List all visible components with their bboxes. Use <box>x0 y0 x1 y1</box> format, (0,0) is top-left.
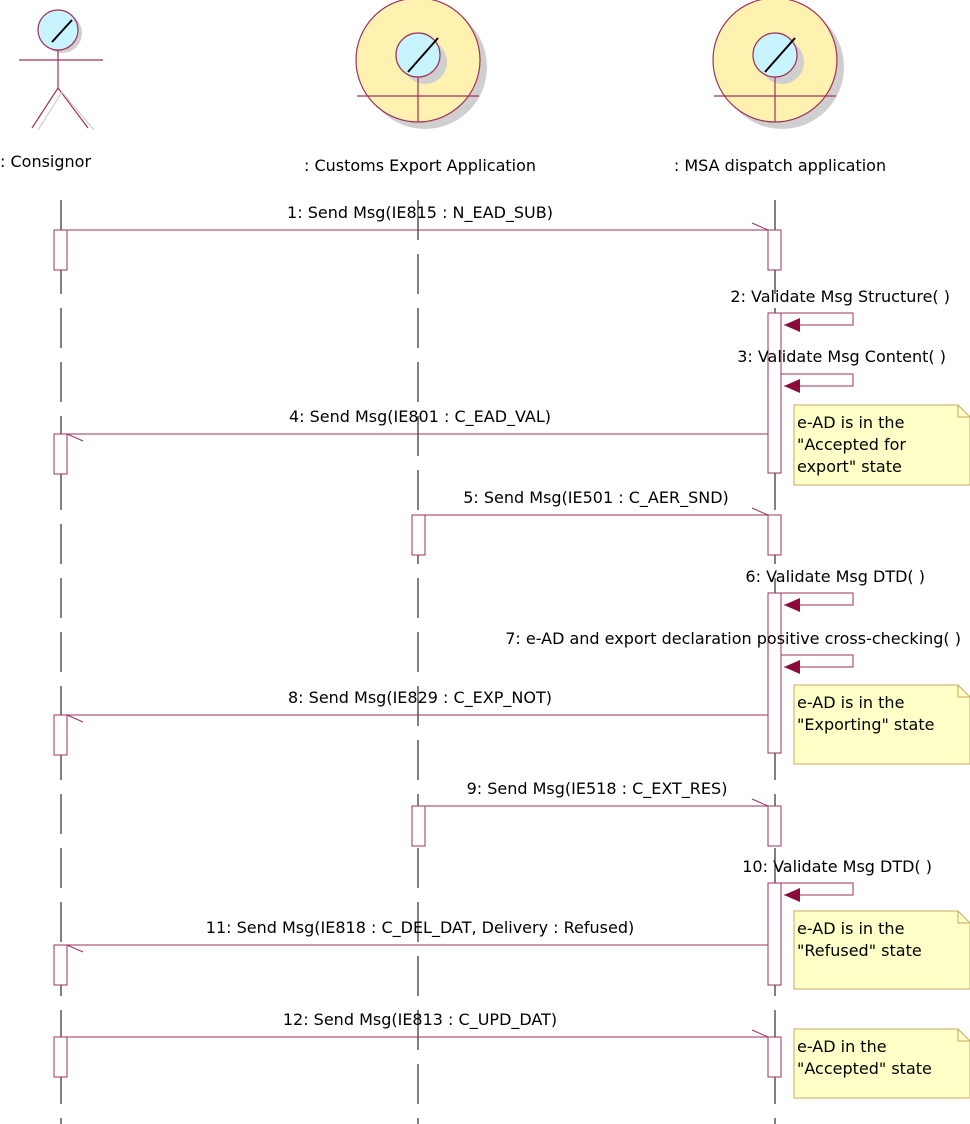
note-line: e-AD in the <box>797 1037 887 1056</box>
message-label: 8: Send Msg(IE829 : C_EXP_NOT) <box>288 688 552 708</box>
filled-arrow-icon <box>784 598 800 612</box>
open-arrow-icon <box>66 714 84 723</box>
participant-label-consignor: : Consignor <box>0 152 91 171</box>
participant-label-customs: : Customs Export Application <box>304 156 536 175</box>
activation-msa-1 <box>767 229 782 271</box>
actor-consignor[interactable]: : Consignor <box>0 9 103 171</box>
participant-msa[interactable]: : MSA dispatch application <box>674 0 886 175</box>
note-icon <box>793 684 970 765</box>
notes: e-AD is in the "Accepted for export" sta… <box>793 404 970 1099</box>
message-label: 3: Validate Msg Content( ) <box>737 347 946 366</box>
filled-arrow-icon <box>784 379 800 393</box>
note-line: export" state <box>797 457 902 476</box>
message-7[interactable]: 7: e-AD and export declaration positive … <box>505 629 961 674</box>
note-line: e-AD is in the <box>797 919 904 938</box>
note-line: e-AD is in the <box>797 693 904 712</box>
boundary-object-icon <box>355 0 487 129</box>
note-icon <box>793 1028 970 1099</box>
activation-msa-9 <box>767 805 782 847</box>
activation-customs-9 <box>411 805 426 847</box>
activations <box>53 229 782 1078</box>
message-label: 1: Send Msg(IE815 : N_EAD_SUB) <box>287 203 553 223</box>
open-arrow-icon <box>66 433 84 442</box>
open-arrow-icon <box>751 798 769 807</box>
message-6[interactable]: 6: Validate Msg DTD( ) <box>745 567 925 612</box>
note-line: "Accepted" state <box>797 1059 932 1078</box>
message-10[interactable]: 10: Validate Msg DTD( ) <box>742 857 932 902</box>
lifelines <box>60 200 776 1124</box>
message-8[interactable]: 8: Send Msg(IE829 : C_EXP_NOT) <box>66 688 768 723</box>
message-12[interactable]: 12: Send Msg(IE813 : C_UPD_DAT) <box>67 1010 769 1038</box>
message-label: 4: Send Msg(IE801 : C_EAD_VAL) <box>289 407 551 427</box>
open-arrow-icon <box>66 944 84 953</box>
message-label: 6: Validate Msg DTD( ) <box>745 567 925 586</box>
note-icon <box>793 404 970 486</box>
note-2[interactable]: e-AD is in the "Exporting" state <box>793 684 970 765</box>
note-line: "Refused" state <box>797 941 922 960</box>
participant-label-msa: : MSA dispatch application <box>674 156 886 175</box>
open-arrow-icon <box>751 222 769 231</box>
note-icon <box>793 910 970 990</box>
activation-msa-10 <box>767 882 782 986</box>
activation-consignor-4 <box>53 433 68 475</box>
message-label: 9: Send Msg(IE518 : C_EXT_RES) <box>467 779 728 799</box>
filled-arrow-icon <box>784 318 800 332</box>
message-5[interactable]: 5: Send Msg(IE501 : C_AER_SND) <box>425 488 769 516</box>
open-arrow-icon <box>751 1029 769 1038</box>
actor-icon <box>19 9 103 131</box>
activation-msa-5 <box>767 514 782 556</box>
note-4[interactable]: e-AD in the "Accepted" state <box>793 1028 970 1099</box>
activation-consignor-12 <box>53 1036 68 1078</box>
note-3[interactable]: e-AD is in the "Refused" state <box>793 910 970 990</box>
message-11[interactable]: 11: Send Msg(IE818 : C_DEL_DAT, Delivery… <box>66 918 768 953</box>
open-arrow-icon <box>751 507 769 516</box>
note-1[interactable]: e-AD is in the "Accepted for export" sta… <box>793 404 970 486</box>
message-label: 10: Validate Msg DTD( ) <box>742 857 932 876</box>
note-line: e-AD is in the <box>797 413 904 432</box>
activation-customs-5 <box>411 514 426 556</box>
participant-customs[interactable]: : Customs Export Application <box>304 0 536 175</box>
message-label: 5: Send Msg(IE501 : C_AER_SND) <box>463 488 729 508</box>
activation-consignor-8 <box>53 714 68 756</box>
activation-msa-12 <box>767 1036 782 1078</box>
filled-arrow-icon <box>784 888 800 902</box>
message-label: 12: Send Msg(IE813 : C_UPD_DAT) <box>283 1010 557 1030</box>
message-label: 7: e-AD and export declaration positive … <box>505 629 961 648</box>
activation-consignor-1 <box>53 229 68 271</box>
message-3[interactable]: 3: Validate Msg Content( ) <box>737 347 946 393</box>
boundary-object-icon <box>712 0 844 129</box>
note-line: "Accepted for <box>797 435 906 454</box>
message-1[interactable]: 1: Send Msg(IE815 : N_EAD_SUB) <box>67 203 769 231</box>
activation-msa-6 <box>767 592 782 754</box>
message-4[interactable]: 4: Send Msg(IE801 : C_EAD_VAL) <box>66 407 768 442</box>
message-label: 2: Validate Msg Structure( ) <box>730 287 950 306</box>
activation-consignor-11 <box>53 944 68 986</box>
messages: 1: Send Msg(IE815 : N_EAD_SUB) 2: Valida… <box>66 203 961 1038</box>
filled-arrow-icon <box>784 660 800 674</box>
note-line: "Exporting" state <box>797 715 934 734</box>
message-2[interactable]: 2: Validate Msg Structure( ) <box>730 287 950 332</box>
message-9[interactable]: 9: Send Msg(IE518 : C_EXT_RES) <box>425 779 769 807</box>
activation-msa-2 <box>767 312 782 474</box>
message-label: 11: Send Msg(IE818 : C_DEL_DAT, Delivery… <box>206 918 634 938</box>
